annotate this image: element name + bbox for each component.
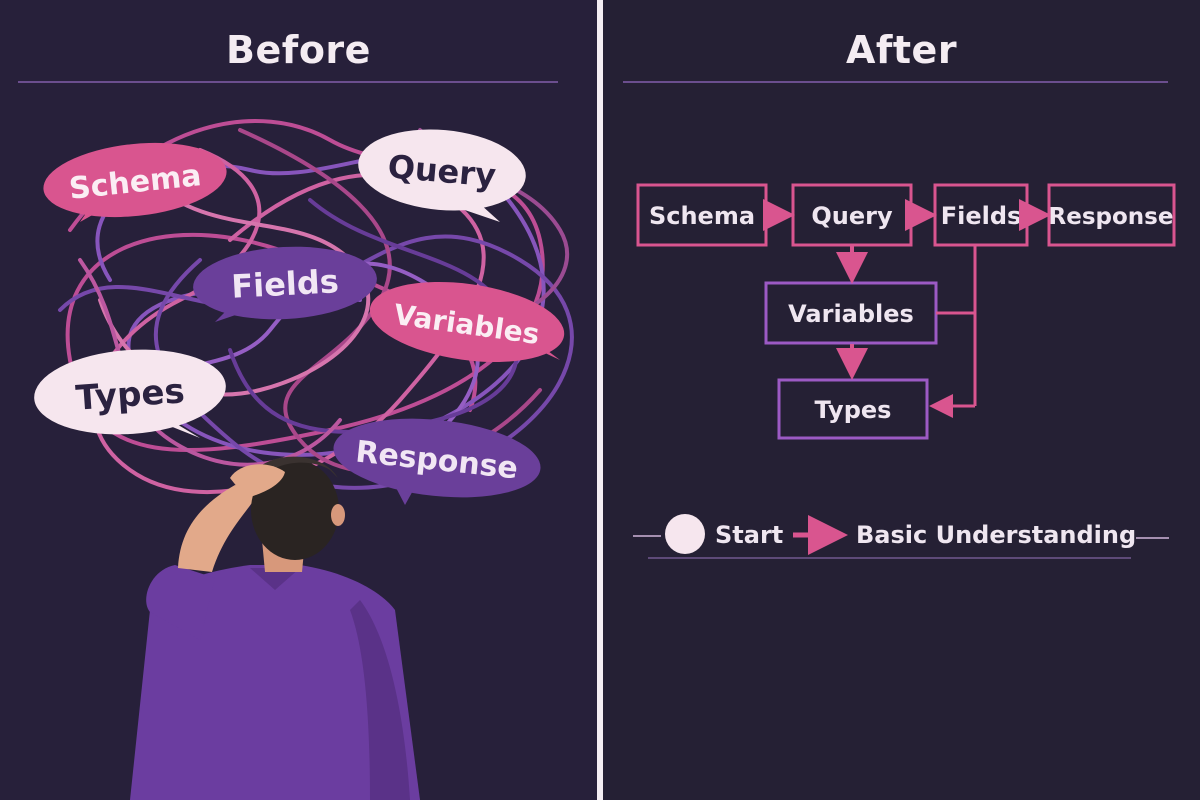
- before-illustration: Schema Query Fields Variables Types: [34, 119, 574, 800]
- person-raised-sleeve: [146, 565, 215, 640]
- after-title-rule: [623, 81, 1168, 83]
- tangle-line: [78, 258, 342, 467]
- flow-node-fields-label: Fields: [941, 202, 1022, 230]
- person-collar: [250, 568, 300, 590]
- flow-node-variables-label: Variables: [788, 300, 914, 328]
- flow-node-response: Response: [1047, 183, 1176, 247]
- query-bubble: Query: [358, 129, 526, 222]
- before-panel: Before Schema Query: [0, 0, 597, 800]
- after-panel: After Schema Query Fields Response: [603, 0, 1200, 800]
- flow-node-response-label: Response: [1049, 204, 1174, 230]
- confused-person: [130, 456, 420, 800]
- types-bubble-label: Types: [74, 371, 185, 419]
- progress-end-label: Basic Understanding: [856, 521, 1136, 549]
- tangle-line: [228, 198, 519, 434]
- before-title-rule: [18, 81, 558, 83]
- types-bubble: Types: [34, 349, 226, 438]
- progress-start-label: Start: [715, 521, 783, 549]
- after-flow-diagram: Schema Query Fields Response Variables T…: [633, 183, 1176, 559]
- progress-start-dot: [665, 514, 705, 554]
- person-forearm: [178, 485, 260, 572]
- fields-bubble: Fields: [193, 246, 377, 322]
- panel-divider: [597, 0, 603, 800]
- flow-node-schema-label: Schema: [649, 202, 755, 230]
- schema-bubble: Schema: [43, 142, 227, 222]
- after-title: After: [845, 28, 958, 72]
- flow-node-query-label: Query: [811, 202, 893, 230]
- progress-track: Start Basic Understanding: [633, 514, 1169, 559]
- query-bubble-label: Query: [386, 147, 497, 194]
- variables-bubble: Variables: [369, 281, 565, 363]
- fields-bubble-label: Fields: [230, 262, 339, 306]
- flow-node-variables: Variables: [764, 281, 938, 345]
- flow-node-query: Query: [791, 183, 913, 247]
- person-hand: [230, 464, 285, 498]
- flow-node-schema: Schema: [636, 183, 768, 247]
- response-bubble: Response: [333, 418, 541, 505]
- flow-node-types-label: Types: [815, 396, 892, 424]
- flow-node-fields: Fields: [933, 183, 1029, 247]
- flow-node-types: Types: [777, 378, 929, 440]
- before-title: Before: [226, 28, 371, 72]
